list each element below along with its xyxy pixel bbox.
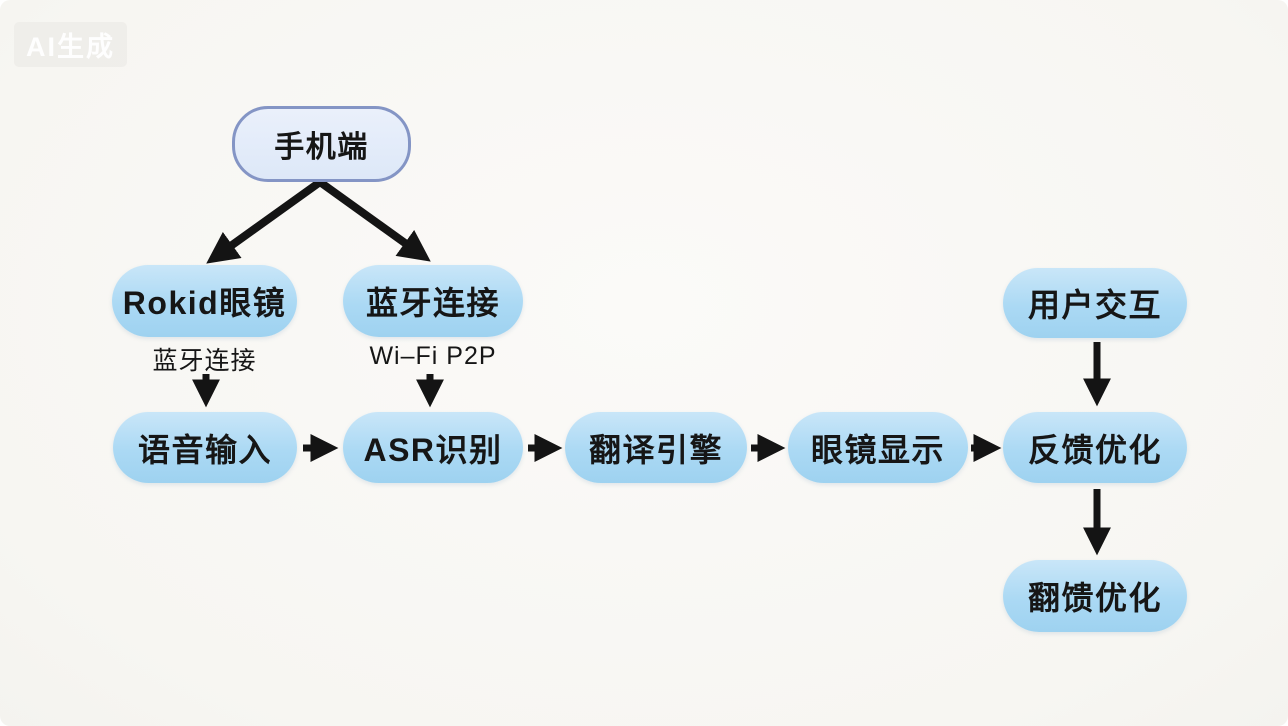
arrow-phone-branch <box>206 177 431 264</box>
node-bluetooth-connection-label: 蓝牙连接 <box>365 285 500 321</box>
node-feedback-optimization-label: 反馈优化 <box>1027 431 1162 468</box>
edge-label-wifi-p2p: Wi–Fi P2P <box>369 342 497 370</box>
node-asr-recognition: ASR识别 <box>343 412 523 483</box>
node-translation-engine-label: 翻译引擎 <box>588 431 723 468</box>
node-bluetooth-connection: 蓝牙连接 <box>343 265 523 337</box>
node-user-interaction-label: 用户交互 <box>1027 287 1162 323</box>
node-feedback-optimization-2-label: 翻馈优化 <box>1027 580 1162 616</box>
edge-label-bluetooth-link: 蓝牙连接 <box>152 347 257 375</box>
node-user-interaction: 用户交互 <box>1003 268 1187 338</box>
node-asr-recognition-label: ASR识别 <box>363 431 503 468</box>
node-phone-label: 手机端 <box>274 131 369 164</box>
node-voice-input-label: 语音输入 <box>137 431 272 468</box>
node-rokid-glasses-label: Rokid眼镜 <box>122 285 287 321</box>
node-rokid-glasses: Rokid眼镜 <box>112 265 297 337</box>
node-feedback-optimization: 反馈优化 <box>1003 412 1187 483</box>
node-voice-input: 语音输入 <box>113 412 297 483</box>
node-phone: 手机端 <box>232 106 411 182</box>
node-glasses-display: 眼镜显示 <box>788 412 968 483</box>
node-translation-engine: 翻译引擎 <box>565 412 747 483</box>
node-feedback-optimization-2: 翻馈优化 <box>1003 560 1187 632</box>
ai-generated-watermark: AI生成 <box>14 22 127 67</box>
node-glasses-display-label: 眼镜显示 <box>810 431 945 468</box>
